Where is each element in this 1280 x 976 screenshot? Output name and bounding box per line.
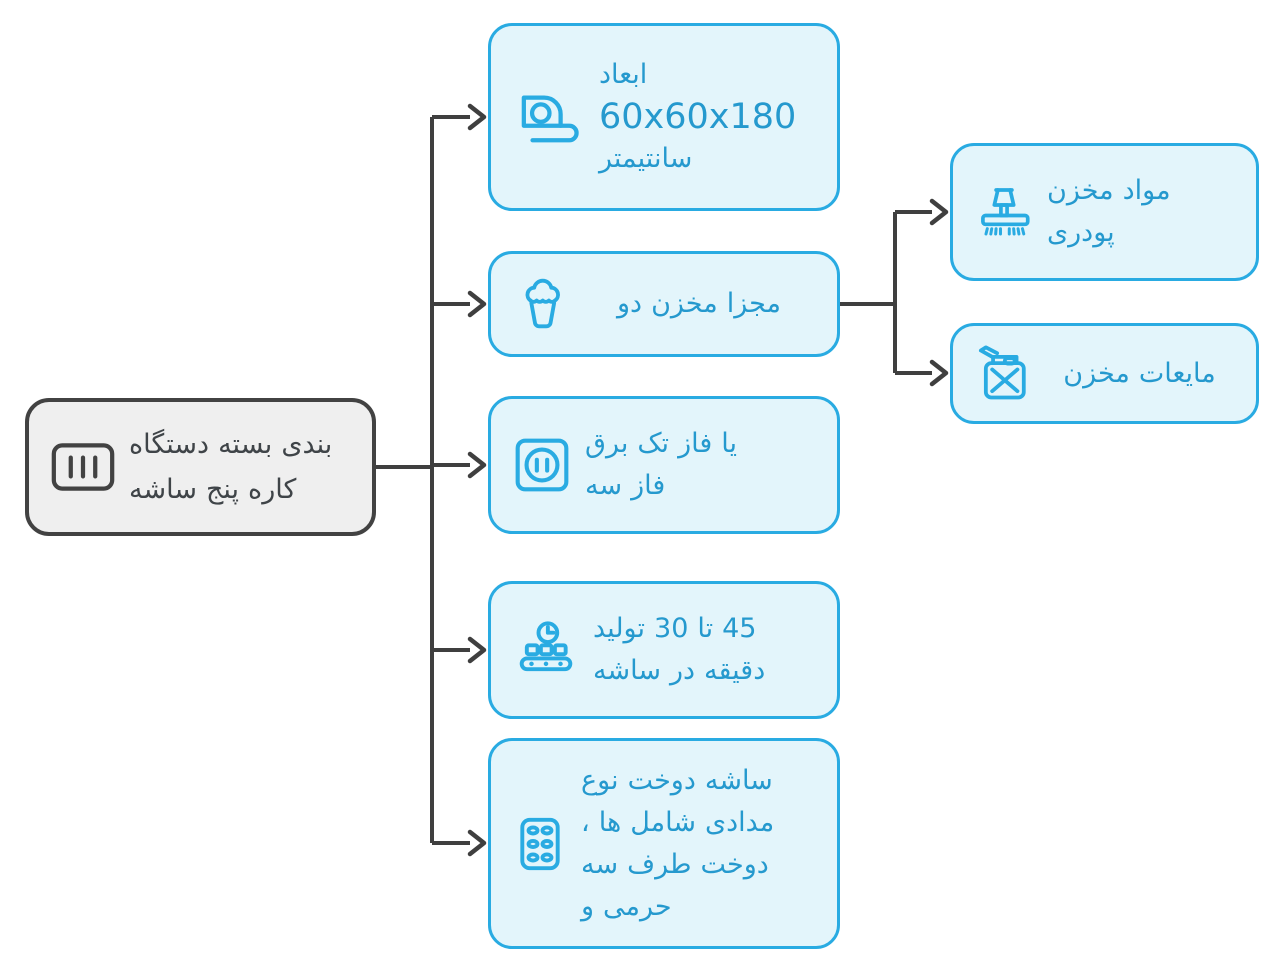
arrowhead-icon — [467, 290, 487, 318]
powder-hopper-icon — [975, 185, 1033, 239]
text-line: ابعاد — [599, 59, 648, 90]
power-outlet-icon — [513, 436, 571, 494]
text-line: پودری — [1047, 217, 1115, 248]
text-line: سانتیمتر — [599, 143, 693, 174]
arrowhead-icon — [467, 829, 487, 857]
arrowhead-icon — [929, 198, 949, 226]
measuring-tape-icon — [513, 87, 585, 147]
arrowhead-icon — [929, 359, 949, 387]
container-icon — [51, 442, 115, 492]
text-line: 60x60x180 — [599, 97, 797, 137]
feature-node-dimensions-label: ابعاد 60x60x180 سانتیمتر — [599, 54, 815, 180]
blister-pack-icon — [513, 814, 567, 874]
bucket-icon — [513, 271, 569, 337]
jerrycan-icon — [975, 343, 1031, 405]
production-rate-icon — [513, 621, 579, 679]
feature-node-dimensions: ابعاد 60x60x180 سانتیمتر — [488, 23, 840, 211]
arrowhead-icon — [467, 103, 487, 131]
arrowhead-icon — [467, 451, 487, 479]
arrowhead-icon — [467, 636, 487, 664]
